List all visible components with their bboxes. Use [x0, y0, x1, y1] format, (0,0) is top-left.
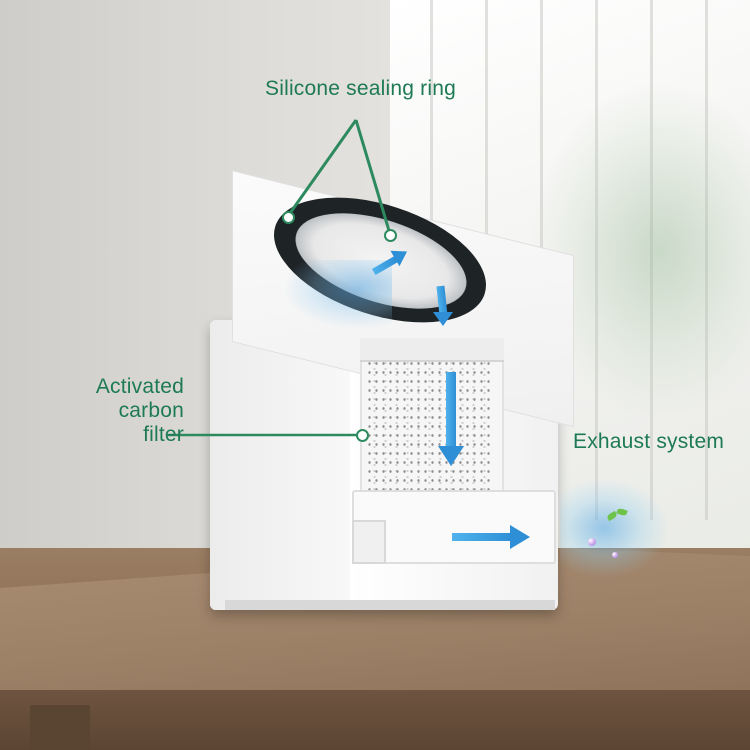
callout-dot: [384, 229, 397, 242]
callout-line: [286, 119, 358, 217]
callout-dot: [282, 211, 295, 224]
bubble-icon: [612, 552, 618, 558]
window-blind: [595, 0, 598, 520]
label-carbon-line2: carbon filter: [118, 399, 184, 446]
bubble-icon: [588, 538, 596, 546]
exhaust-duct-step: [352, 520, 386, 564]
exhaust-duct: [352, 490, 556, 564]
callout-line: [354, 119, 392, 235]
window-blind: [705, 0, 708, 520]
air-mist-exhaust: [560, 478, 670, 578]
label-carbon-filter: Activated carbon filter: [74, 375, 184, 447]
window-blind: [650, 0, 653, 520]
table-edge: [0, 690, 750, 750]
arrow-head-icon: [433, 312, 453, 326]
arrow-icon: [452, 533, 512, 541]
arrow-head-icon: [510, 525, 530, 549]
filter-tank-cap: [360, 338, 504, 362]
arrow-head-icon: [438, 446, 464, 466]
carbon-granules: [366, 350, 494, 498]
label-silicone-ring: Silicone sealing ring: [265, 77, 456, 100]
label-carbon-line1: Activated: [95, 375, 184, 398]
device-side-panel: [210, 320, 350, 610]
table-leg: [30, 705, 90, 750]
arrow-icon: [446, 372, 456, 450]
callout-dot: [356, 429, 369, 442]
label-exhaust-system: Exhaust system: [573, 430, 725, 453]
device-base: [225, 600, 555, 610]
